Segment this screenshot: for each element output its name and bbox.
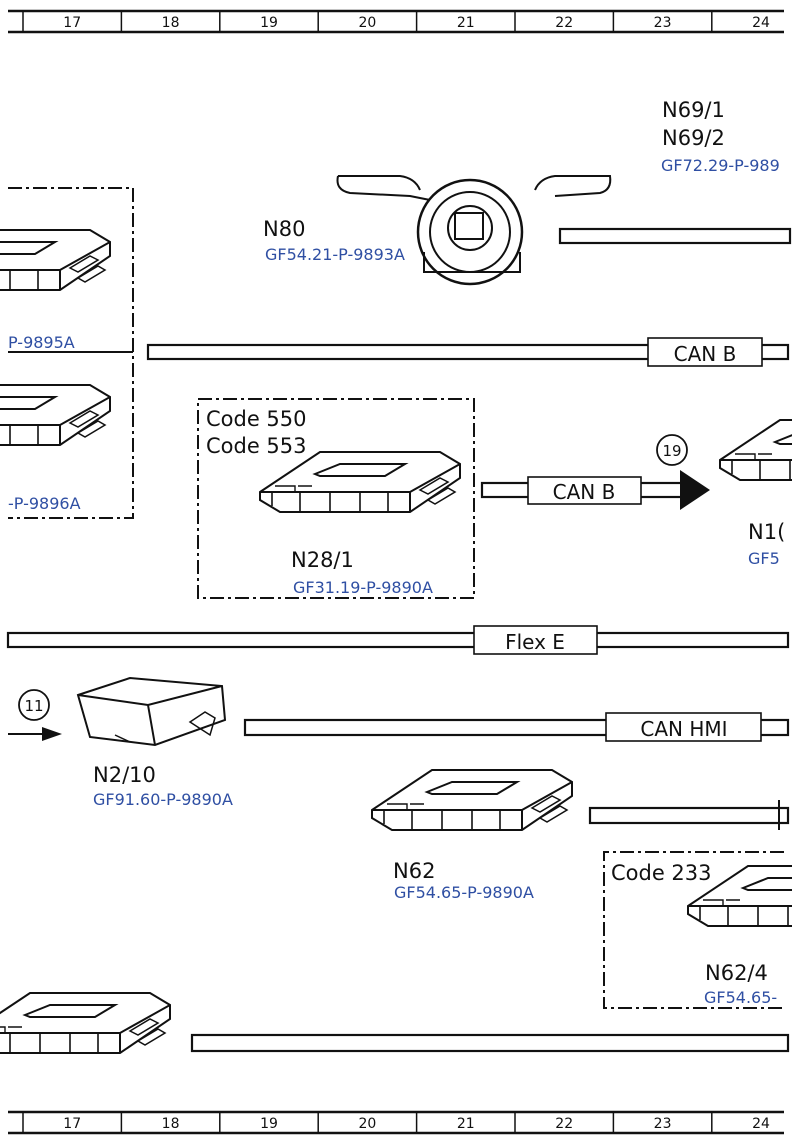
- ruler-bottom-column-21: 21: [457, 1116, 475, 1132]
- left-group-frame: [8, 187, 134, 519]
- flex-e-wire: [6, 631, 790, 649]
- ruler-top-column-18: 18: [162, 15, 180, 31]
- n62-ecu-icon: [371, 769, 573, 831]
- flex-e-label: Flex E: [505, 630, 565, 654]
- n80-ref: GF54.21-P-9893A: [265, 245, 405, 264]
- n28-1-ecu-icon: [259, 451, 461, 513]
- can-b-top-label: CAN B: [674, 342, 737, 366]
- n28-1-code2: Code 553: [206, 434, 307, 458]
- ruler-top-column-24: 24: [752, 15, 770, 31]
- left-ecu-2-icon: [0, 384, 111, 446]
- can-b-top-box: [647, 337, 763, 367]
- marker-11-icon: [18, 689, 50, 721]
- n10-ref: GF5: [748, 549, 780, 568]
- steering-column-switch-icon: [336, 175, 612, 286]
- ruler-bottom-column-24: 24: [752, 1116, 770, 1132]
- bottom-wire: [190, 1033, 790, 1053]
- ruler-top-column-20: 20: [358, 15, 376, 31]
- left-ecu-1-ref: P-9895A: [8, 333, 75, 352]
- can-hmi-label: CAN HMI: [640, 717, 727, 741]
- marker-19-icon: [656, 434, 688, 466]
- wire-n80-n69: [558, 227, 792, 245]
- n80-label: N80: [263, 217, 305, 241]
- flex-e-box: [473, 625, 598, 655]
- ruler-bottom-column-23: 23: [654, 1116, 672, 1132]
- ruler-bottom-column-20: 20: [358, 1116, 376, 1132]
- n28-1-group-frame: [197, 398, 475, 599]
- n2-10-ecu-icon: [76, 676, 227, 747]
- ruler-top-column-21: 21: [457, 15, 475, 31]
- n69-2-ref: GF72.29-P-989: [661, 156, 780, 175]
- can-b-mid-box: [527, 476, 642, 505]
- can-b-mid-label: CAN B: [553, 480, 616, 504]
- marker-19-label: 19: [662, 442, 681, 460]
- left-ecu-1-icon: [0, 229, 111, 291]
- arrow-right-icon: [680, 470, 710, 510]
- can-b-top-wire: [146, 343, 790, 361]
- ruler-bottom-column-18: 18: [162, 1116, 180, 1132]
- n62-4-code: Code 233: [611, 861, 712, 885]
- marker-11-label: 11: [24, 697, 43, 715]
- n28-1-ref: GF31.19-P-9890A: [293, 578, 433, 597]
- n62-label: N62: [393, 859, 435, 883]
- n28-1-label: N28/1: [291, 548, 354, 572]
- n69-1-label: N69/1: [662, 98, 725, 122]
- n2-10-ref: GF91.60-P-9890A: [93, 790, 233, 809]
- ruler-top-column-19: 19: [260, 15, 278, 31]
- ruler-top-column-17: 17: [63, 15, 81, 31]
- can-hmi-box: [605, 712, 762, 742]
- n10-label: N1(: [748, 520, 785, 544]
- n69-2-label: N69/2: [662, 126, 725, 150]
- n62-4-group-frame: [603, 851, 784, 1009]
- ruler-bottom-column-19: 19: [260, 1116, 278, 1132]
- bottom-left-ecu-icon: [0, 992, 171, 1054]
- n62-4-label: N62/4: [705, 961, 768, 985]
- ruler-bottom: 17 18 19 20 21 22 23 24: [8, 1110, 784, 1135]
- ruler-top-column-22: 22: [555, 15, 573, 31]
- n2-10-label: N2/10: [93, 763, 156, 787]
- ruler-bottom-column-22: 22: [555, 1116, 573, 1132]
- n62-4-ref: GF54.65-: [704, 988, 777, 1007]
- left-ecu-2-ref: -P-9896A: [8, 494, 81, 513]
- n62-wire: [588, 806, 790, 825]
- n10-ecu-icon: [719, 419, 792, 481]
- ruler-top: 17 18 19 20 21 22 23 24: [8, 9, 784, 34]
- ruler-top-column-23: 23: [654, 15, 672, 31]
- ruler-bottom-column-17: 17: [63, 1116, 81, 1132]
- arrow-in-icon: [42, 727, 62, 741]
- n62-ref: GF54.65-P-9890A: [394, 883, 534, 902]
- n28-1-code1: Code 550: [206, 407, 307, 431]
